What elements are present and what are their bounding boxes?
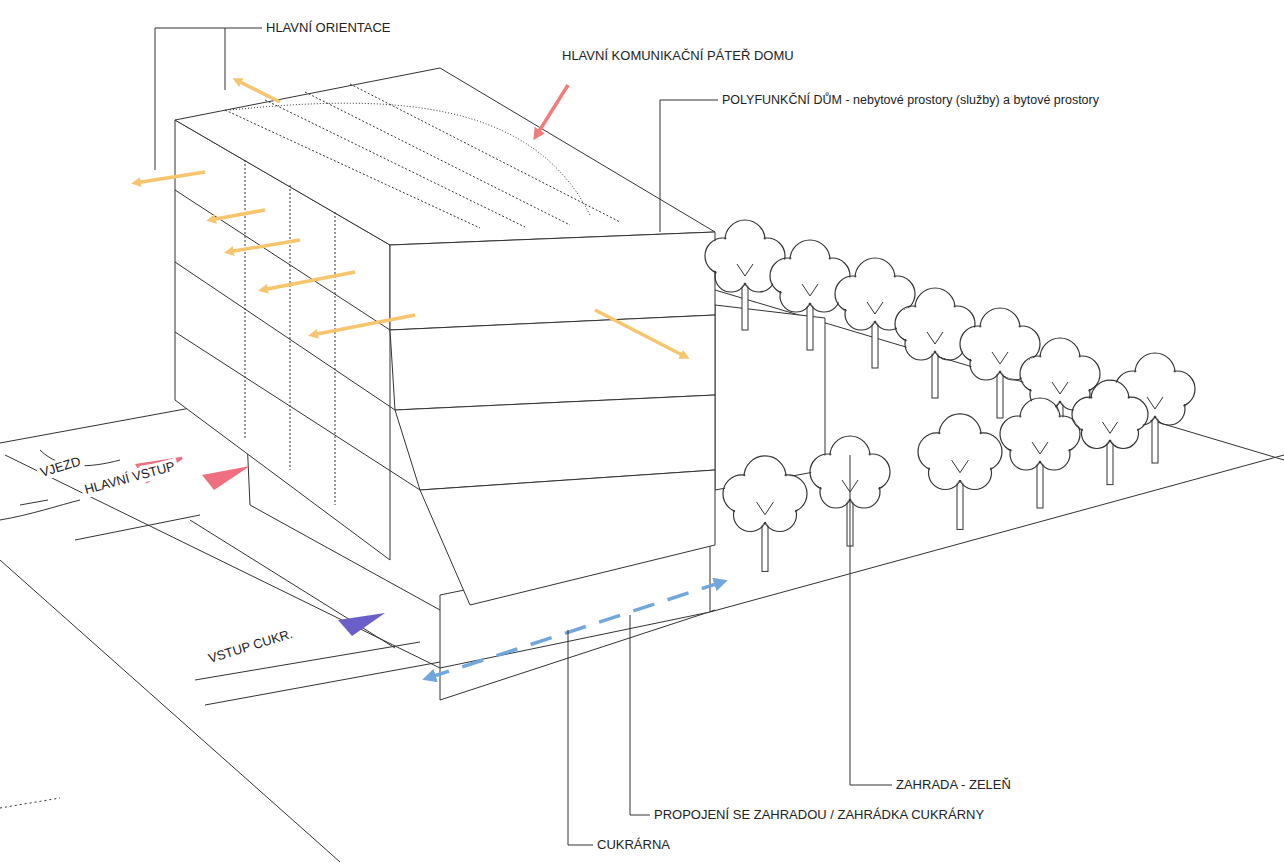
label-garden: ZAHRADA - ZELEŇ — [896, 777, 1011, 793]
tree-symbol — [1072, 380, 1148, 485]
label-entry: VJEZD — [36, 453, 86, 482]
label-shop: CUKRÁRNA — [597, 837, 670, 853]
tree-symbol — [918, 414, 1002, 530]
entry-triangles — [137, 458, 385, 636]
orientation-arrows — [135, 80, 722, 678]
tree-row — [705, 220, 1195, 571]
facade-grid — [175, 84, 620, 505]
label-entry: HLAVNÍ VSTUP — [80, 458, 180, 499]
leader-lines — [155, 28, 892, 845]
label-link: PROPOJENÍ SE ZAHRADOU / ZAHRÁDKA CUKRÁRN… — [654, 807, 984, 823]
label-entry: VSTUP CUKR. — [204, 625, 298, 668]
label-building: POLYFUNKČNÍ DŮM - nebytové prostory (slu… — [722, 92, 1099, 108]
tree-symbol — [723, 456, 807, 572]
label-core: HLAVNÍ KOMUNIKAČNÍ PÁTEŘ DOMU — [562, 48, 794, 64]
building-mass — [175, 68, 825, 668]
label-orientation: HLAVNÍ ORIENTACE — [266, 20, 390, 36]
tree-symbol — [1000, 398, 1080, 508]
